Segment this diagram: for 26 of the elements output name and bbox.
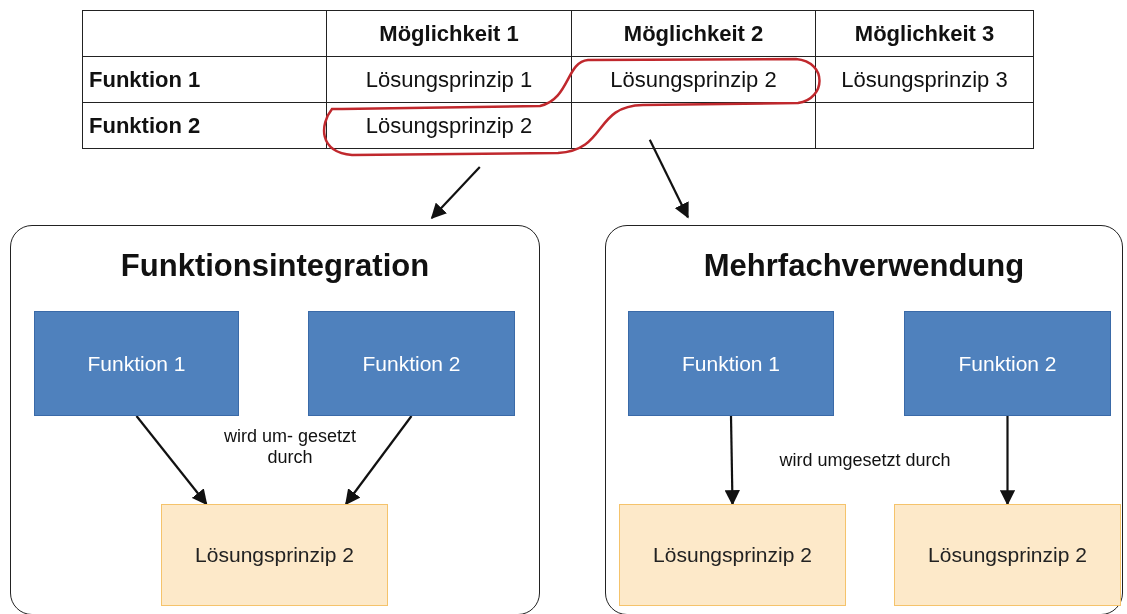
process-box: Lösungsprinzip 2 (161, 504, 388, 606)
table-cell: Lösungsprinzip 3 (815, 56, 1034, 103)
process-box: Funktion 1 (628, 311, 834, 416)
table-cell: Lösungsprinzip 2 (326, 102, 572, 149)
column-header: Möglichkeit 3 (815, 10, 1034, 57)
edge-label: wird umgesetzt durch (778, 450, 952, 471)
row-header: Funktion 2 (82, 102, 327, 149)
arrow (430, 166, 481, 220)
table-cell: Lösungsprinzip 1 (326, 56, 572, 103)
column-header: Möglichkeit 1 (326, 10, 572, 57)
process-box: Funktion 1 (34, 311, 239, 416)
edge-label: wird um- gesetzt durch (222, 426, 357, 468)
arrow (135, 415, 208, 506)
arrow (648, 139, 689, 219)
arrow (999, 416, 1016, 506)
group-title: Mehrfachverwendung (703, 248, 1025, 283)
process-box: Lösungsprinzip 2 (894, 504, 1121, 606)
table-cell: Lösungsprinzip 2 (571, 56, 816, 103)
arrow (724, 416, 740, 506)
process-box: Funktion 2 (904, 311, 1111, 416)
column-header: Möglichkeit 2 (571, 10, 816, 57)
group-title: Funktionsintegration (120, 248, 430, 283)
arrow (345, 415, 413, 506)
row-header: Funktion 1 (82, 56, 327, 103)
process-box: Lösungsprinzip 2 (619, 504, 846, 606)
process-box: Funktion 2 (308, 311, 515, 416)
